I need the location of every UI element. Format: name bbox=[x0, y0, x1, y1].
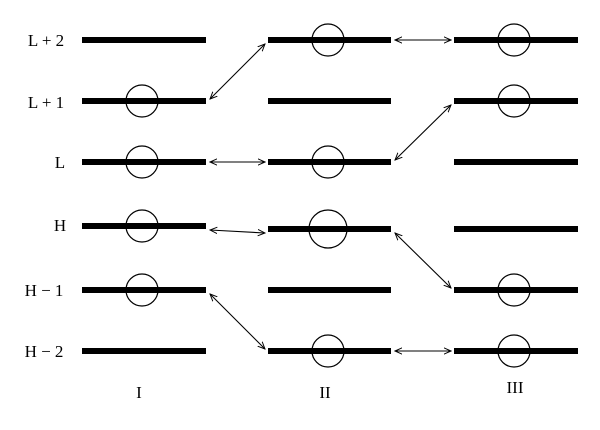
row-labels: L + 2 L + 1 L H H − 1 H − 2 bbox=[25, 31, 67, 361]
orbital-lobe-ii-l-plus-2 bbox=[311, 23, 345, 57]
row-label-h-minus-2: H − 2 bbox=[25, 342, 64, 361]
correlation-arrow-i-l-plus-1-to-ii-l-plus-2 bbox=[210, 44, 265, 99]
row-label-h: H bbox=[54, 216, 66, 235]
row-label-l-plus-1: L + 1 bbox=[28, 93, 64, 112]
correlation-arrows bbox=[210, 40, 451, 351]
orbital-lobe-iii-h-minus-2 bbox=[497, 334, 531, 368]
orbital-lobe-iii-l-plus-1 bbox=[497, 84, 531, 118]
correlation-arrow-ii-h-to-iii-h-minus-1 bbox=[395, 233, 451, 288]
orbital-lobe-ii-h bbox=[308, 209, 348, 249]
row-label-l: L bbox=[55, 153, 65, 172]
energy-levels bbox=[82, 37, 578, 354]
orbital-lobe-ii-h-minus-2 bbox=[311, 334, 345, 368]
correlation-arrow-ii-l-to-iii-l-plus-1 bbox=[395, 105, 451, 160]
orbital-lobe-iii-h-minus-1 bbox=[497, 273, 531, 307]
orbital-lobes bbox=[125, 23, 531, 368]
column-label-i: I bbox=[136, 383, 142, 402]
correlation-arrow-i-h-to-ii-h bbox=[210, 230, 265, 233]
row-label-l-plus-2: L + 2 bbox=[28, 31, 64, 50]
column-labels: I II III bbox=[136, 378, 524, 402]
orbital-lobe-i-h bbox=[125, 209, 159, 243]
orbital-lobe-i-l-plus-1 bbox=[125, 84, 159, 118]
column-label-iii: III bbox=[507, 378, 524, 397]
orbital-lobe-i-l bbox=[125, 145, 159, 179]
orbital-lobe-iii-l-plus-2 bbox=[497, 23, 531, 57]
orbital-lobe-ii-l bbox=[311, 145, 345, 179]
column-label-ii: II bbox=[319, 383, 331, 402]
correlation-arrow-i-h-minus-1-to-ii-h-minus-2 bbox=[210, 294, 265, 349]
orbital-lobe-i-h-minus-1 bbox=[125, 273, 159, 307]
row-label-h-minus-1: H − 1 bbox=[25, 281, 64, 300]
